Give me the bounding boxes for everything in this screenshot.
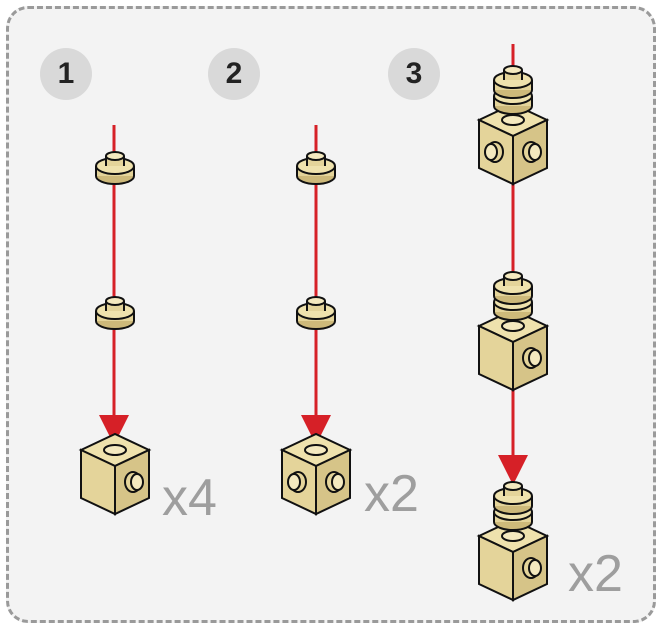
step-2-round-plate-top xyxy=(296,151,336,185)
step-2-badge: 2 xyxy=(208,48,260,100)
step-1-round-plate-top xyxy=(95,151,135,185)
step-1-round-plate-bottom xyxy=(95,296,135,330)
step-3-quantity: x2 xyxy=(568,545,623,603)
step-2-quantity: x2 xyxy=(364,465,419,523)
step-3-stack-bottom xyxy=(479,482,547,600)
step-1-quantity: x4 xyxy=(162,469,217,527)
step-1-brick xyxy=(80,433,150,515)
step-2-brick xyxy=(282,434,350,514)
step-1-badge: 1 xyxy=(40,48,92,100)
step-3-stack-middle xyxy=(479,272,547,390)
step-3-badge: 3 xyxy=(388,48,440,100)
step-2-round-plate-bottom xyxy=(296,296,336,330)
step-3-stack-top xyxy=(479,65,547,184)
